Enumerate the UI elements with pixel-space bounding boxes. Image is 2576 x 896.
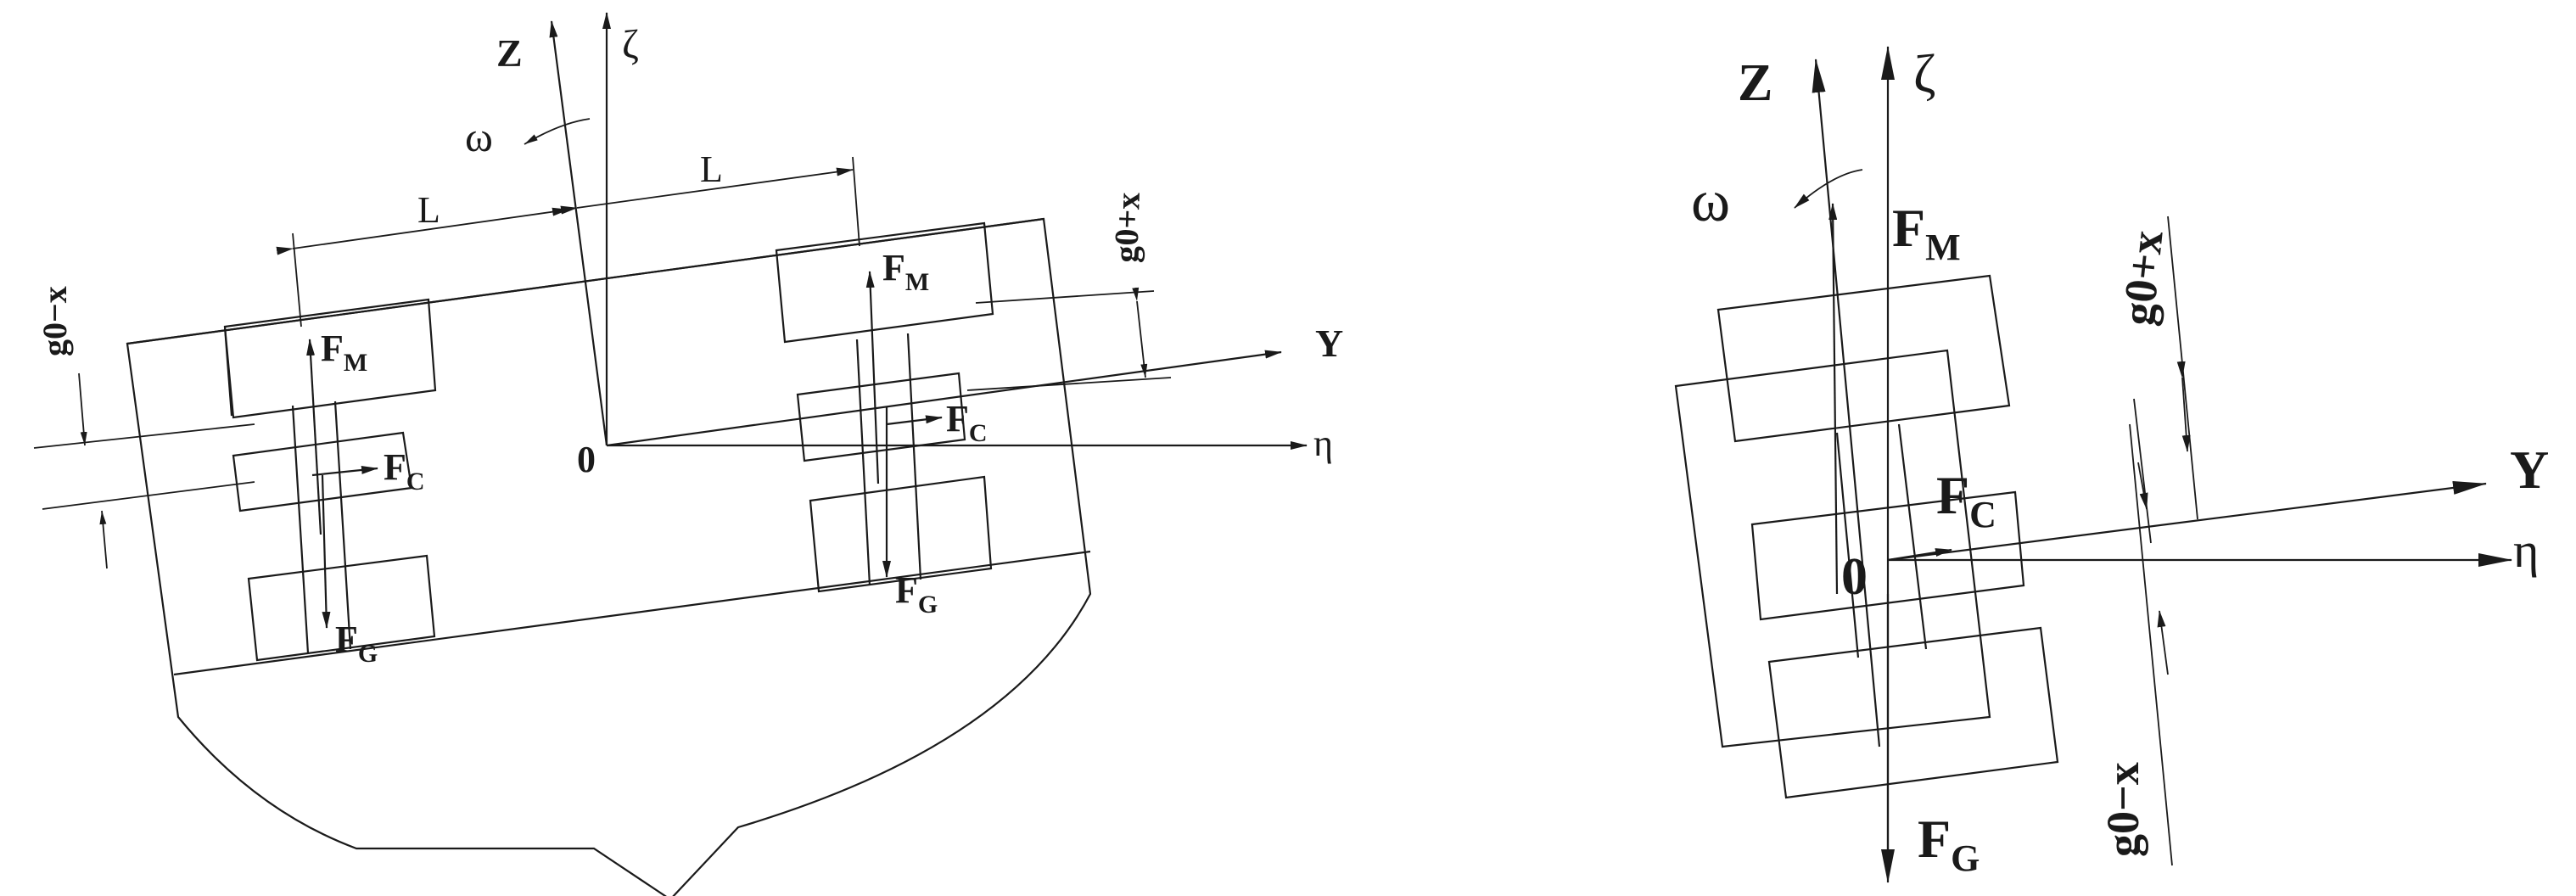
left-omega-label: ω xyxy=(465,113,493,160)
r-omega-arrow xyxy=(1794,169,1863,209)
right-unit-middle-box xyxy=(796,372,966,462)
left-FC-arrow xyxy=(311,465,378,477)
deck-line-lower xyxy=(173,550,1091,676)
r-axis-eta-label: η xyxy=(2513,523,2539,578)
g0px-ref-lower xyxy=(966,377,1172,391)
dim-L-ext-left xyxy=(292,232,302,328)
r-g0mx-dim-top xyxy=(2137,462,2148,510)
axis-Z-line xyxy=(549,20,608,446)
left-unit-strut-r xyxy=(333,400,352,650)
left-axis-Y-label: Y xyxy=(1315,322,1343,365)
left-unit-divider xyxy=(223,326,233,417)
left-diagram: Z ζ Y η ω 0 L L g0+x g0−x FM FC FG FM FC… xyxy=(33,12,1343,896)
r-FM-arrow xyxy=(1828,203,1839,595)
r-outer-frame xyxy=(1674,349,1991,748)
left-FG-arrow xyxy=(321,474,331,629)
left-origin-label: 0 xyxy=(577,439,596,480)
left-unit-lower-box xyxy=(247,554,436,662)
r-FC-label: FC xyxy=(1936,465,1996,535)
g0mx-ref-lower xyxy=(42,481,255,510)
r-g0px-label: g0+x xyxy=(2112,228,2172,328)
left-FC-label: FC xyxy=(384,446,425,496)
r-g0px-tick xyxy=(2133,398,2152,544)
r-FM-label: FM xyxy=(1892,198,1961,268)
right-FM-arrow xyxy=(865,271,880,484)
r-axis-zeta-label: ζ xyxy=(1913,43,1936,104)
right-unit-strut-r xyxy=(906,333,922,580)
left-FM-label: FM xyxy=(321,328,367,377)
r-g0px-ref xyxy=(2167,216,2198,520)
g0mx-dim-bottom xyxy=(99,510,108,569)
right-FG-label: FG xyxy=(895,569,938,619)
left-unit-strut-l xyxy=(291,405,310,654)
r-g0mx-dim-bottom xyxy=(2157,610,2169,675)
left-axis-Z-label: Z xyxy=(496,31,523,75)
r-strut-l xyxy=(1835,432,1860,658)
r-omega-label: ω xyxy=(1691,169,1730,234)
right-FC-label: FC xyxy=(946,398,988,447)
r-axis-Z-label: Z xyxy=(1738,54,1772,112)
left-unit-middle-box xyxy=(232,431,413,512)
left-g0mx-label: g0−x xyxy=(36,286,74,356)
right-FM-label: FM xyxy=(882,247,929,296)
r-middle-box xyxy=(1750,490,2025,621)
hull-outline xyxy=(126,217,1092,896)
left-g0px-label: g0+x xyxy=(1106,192,1147,263)
r-upper-box xyxy=(1716,274,2011,443)
r-FG-label: FG xyxy=(1918,809,1980,879)
right-diagram: Z ζ Y η ω 0 g0+x g0−x FM FC FG xyxy=(1674,43,2549,883)
g0px-ref-upper xyxy=(975,290,1155,304)
r-g0px-dim-top xyxy=(2176,361,2191,452)
dim-L-ext-right xyxy=(852,156,860,247)
axis-Y-line xyxy=(606,350,1282,447)
g0mx-ref-upper xyxy=(33,423,255,449)
left-FM-arrow xyxy=(306,339,322,535)
r-axis-Z xyxy=(1812,59,1881,748)
r-FC-arrow xyxy=(1887,548,1952,562)
g0px-dim xyxy=(1132,287,1148,378)
left-unit-upper-box xyxy=(223,298,437,419)
left-dim-L-label-1: L xyxy=(417,189,440,231)
dim-L-right xyxy=(560,167,854,215)
right-unit-strut-l xyxy=(855,339,871,586)
left-FG-label: FG xyxy=(335,619,378,668)
r-strut-r xyxy=(1897,423,1928,650)
right-unit-lower-box xyxy=(809,475,993,593)
r-axis-Y xyxy=(1887,481,2487,562)
r-axis-Y-label: Y xyxy=(2510,440,2549,500)
left-axis-zeta-label: ζ xyxy=(622,22,639,67)
g0mx-dim-top xyxy=(78,372,87,446)
r-origin-label: 0 xyxy=(1841,548,1868,606)
right-unit-upper-box xyxy=(775,221,994,344)
right-FC-arrow xyxy=(886,415,943,426)
omega-arrow xyxy=(524,118,591,145)
left-axis-eta-label: η xyxy=(1313,423,1333,464)
dim-L-left xyxy=(276,207,569,255)
r-g0mx-ref xyxy=(2129,423,2173,866)
r-g0mx-label: g0−x xyxy=(2097,762,2148,857)
r-lower-box xyxy=(1767,626,2059,799)
left-dim-L-label-2: L xyxy=(700,148,723,190)
